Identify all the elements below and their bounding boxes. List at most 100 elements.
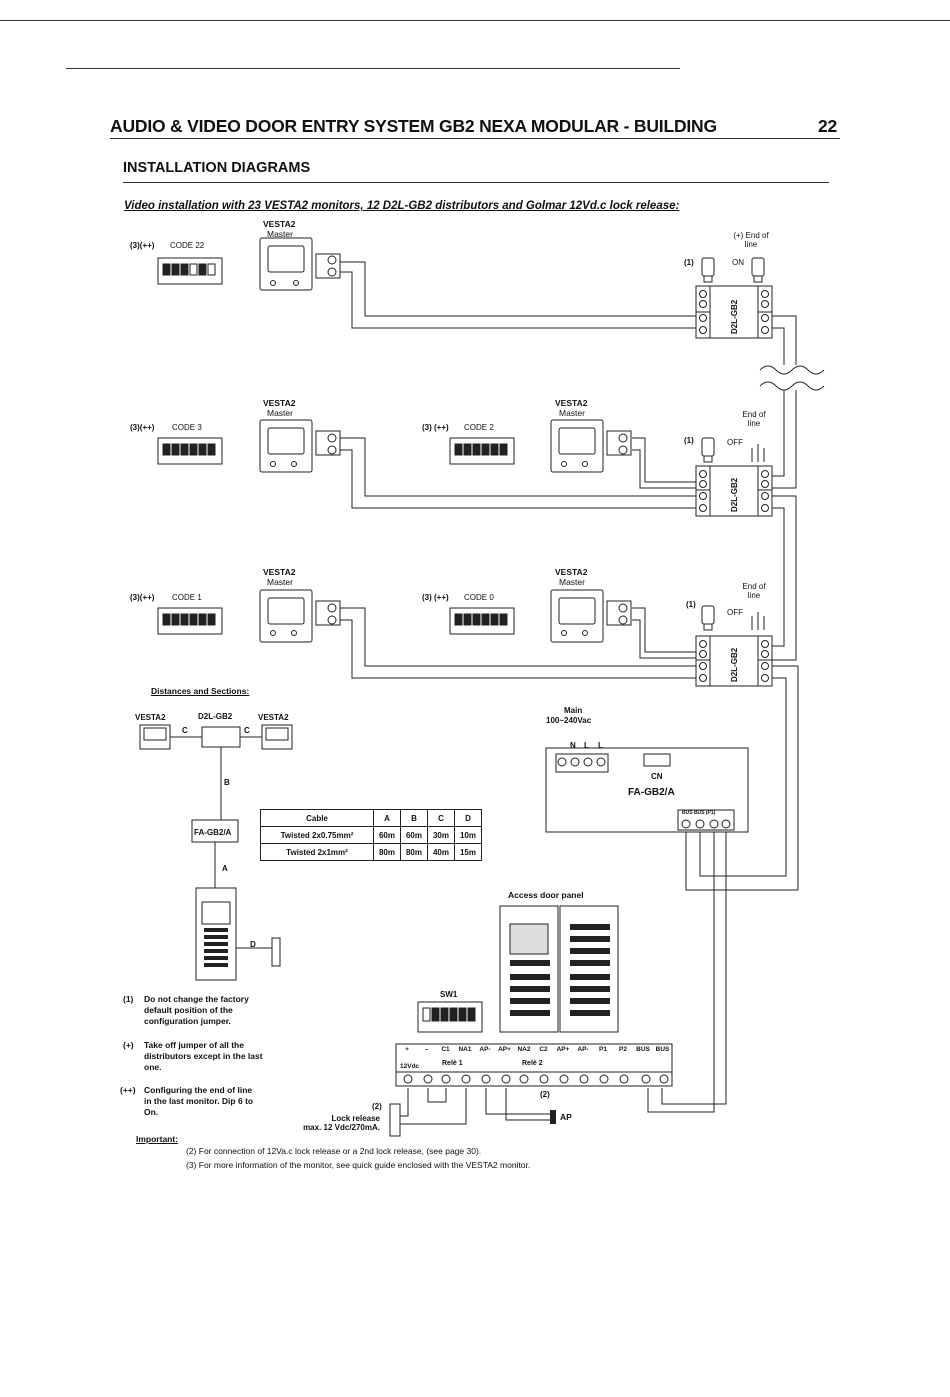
door-panel-heading: Access door panel: [508, 890, 584, 900]
jumper-off-icon: [751, 444, 765, 630]
terminal-label: AP+: [556, 1046, 570, 1053]
bus-wire: [632, 437, 698, 483]
bus-wire: [661, 826, 727, 1105]
sw1-dip-switch: [417, 1001, 483, 1033]
table-header-cell: A: [373, 809, 401, 827]
code-note: (3) (++): [422, 423, 449, 432]
table-cell: Twisted 2x1mm²: [260, 843, 374, 861]
dip-switch: [449, 607, 515, 635]
riser-wire: [772, 315, 797, 365]
important-heading: Important:: [136, 1134, 179, 1144]
terminal-l: L: [584, 741, 589, 750]
code-note: (3)(++): [130, 593, 155, 602]
terminal-labels: + – C1 NA1 AP- AP+ NA2 C2 AP+ AP- P1 P2 …: [397, 1046, 672, 1053]
sw1-label: SW1: [440, 990, 458, 999]
table-cell: 60m: [373, 826, 401, 844]
monitor-role: Master: [559, 408, 585, 418]
terminal-label: NA1: [458, 1046, 472, 1053]
table-row: Twisted 2x1mm² 80m 80m 40m 15m: [260, 843, 482, 861]
riser-wire: [772, 390, 797, 489]
power-supply-name: FA-GB2/A: [628, 787, 675, 798]
note-ref: (1): [686, 600, 696, 609]
table-cell: 30m: [427, 826, 455, 844]
riser-wire: [772, 495, 797, 661]
important-note: (3) For more information of the monitor,…: [186, 1160, 531, 1170]
break-mark: [759, 381, 825, 391]
distances-heading: Distances and Sections:: [151, 686, 250, 696]
distance-c-label: C: [182, 726, 188, 735]
code-note: (3) (++): [422, 593, 449, 602]
lock-wire: [400, 1088, 409, 1117]
title-rule: [110, 138, 840, 139]
distance-b-label: B: [224, 778, 230, 787]
jumper-icon: [701, 257, 765, 631]
lock-note: (2): [372, 1102, 382, 1111]
code-label: CODE 0: [464, 593, 494, 602]
terminal-label: P1: [599, 1046, 607, 1053]
code-note: (3)(++): [130, 423, 155, 432]
riser-wire: [772, 327, 785, 365]
lock-wire: [400, 1088, 467, 1125]
table-cell: 40m: [427, 843, 455, 861]
bus-wire: [340, 261, 698, 317]
dip-switch: [157, 437, 223, 465]
lock-release-label: Lock release max. 12 Vdc/270mA.: [303, 1114, 380, 1132]
distributor-label: D2L-GB2: [730, 647, 739, 682]
terminal-l: L: [598, 741, 603, 750]
bus-wire: [340, 437, 698, 497]
section-rule: [123, 182, 829, 183]
table-header-cell: C: [427, 809, 455, 827]
cable-table: Cable A B C D Twisted 2x0.75mm² 60m 60m …: [260, 809, 482, 861]
riser-wire: [699, 677, 787, 877]
code-note: (3)(++): [130, 241, 155, 250]
terminal-label: AP-: [577, 1046, 589, 1053]
terminal-label: NA2: [517, 1046, 531, 1053]
bus-wire: [340, 619, 698, 679]
terminal-n: N: [570, 741, 576, 750]
monitor-role: Master: [267, 408, 293, 418]
dip-switch: [157, 257, 223, 285]
ap-note: (2): [540, 1090, 550, 1099]
table-header-cell: B: [400, 809, 428, 827]
ap-wire: [505, 1088, 550, 1121]
fa-gb2-label: FA-GB2/A: [194, 828, 232, 837]
table-header-cell: D: [454, 809, 482, 827]
monitor-label: VESTA2: [263, 219, 296, 229]
bus-wire: [340, 449, 698, 509]
table-header-cell: Cable: [260, 809, 374, 827]
top-rule: [0, 20, 950, 21]
monitor-label: VESTA2: [555, 567, 588, 577]
ap-wire: [485, 1088, 550, 1115]
terminal-label: AP-: [479, 1046, 491, 1053]
d2l-label: D2L-GB2: [198, 712, 233, 721]
lock-wire: [427, 1088, 447, 1103]
distributor-label: D2L-GB2: [730, 299, 739, 334]
vesta-right-label: VESTA2: [258, 713, 289, 722]
bus-wire: [632, 449, 698, 489]
ap-button-icon: [550, 1110, 556, 1124]
monitor-label: VESTA2: [263, 398, 296, 408]
section-title: INSTALLATION DIAGRAMS: [123, 160, 311, 176]
bus-wire: [632, 619, 698, 659]
jumper-on-label: ON: [732, 258, 744, 267]
vdc-label: 12Vdc: [400, 1063, 420, 1070]
bus-wire: [340, 607, 698, 667]
d2l-gb2-distributor: [695, 635, 773, 687]
vesta2-monitor: [550, 589, 604, 643]
diagram-subtitle: Video installation with 23 VESTA2 monito…: [124, 200, 680, 212]
end-of-line-label: (+) End of line: [733, 231, 769, 249]
code-label: CODE 2: [464, 423, 494, 432]
table-cell: 15m: [454, 843, 482, 861]
monitor-role: Master: [267, 577, 293, 587]
mains-label: Main: [564, 706, 583, 715]
vesta2-monitor: [259, 589, 313, 643]
table-cell: Twisted 2x0.75mm²: [260, 826, 374, 844]
table-cell: 80m: [373, 843, 401, 861]
code-label: CODE 3: [172, 423, 202, 432]
note-ref: (1): [684, 436, 694, 445]
distributor-label: D2L-GB2: [730, 477, 739, 512]
table-row: Twisted 2x0.75mm² 60m 60m 30m 10m: [260, 826, 482, 844]
lock-release-icon: [389, 1103, 401, 1137]
d2l-gb2-distributor: [695, 285, 773, 339]
